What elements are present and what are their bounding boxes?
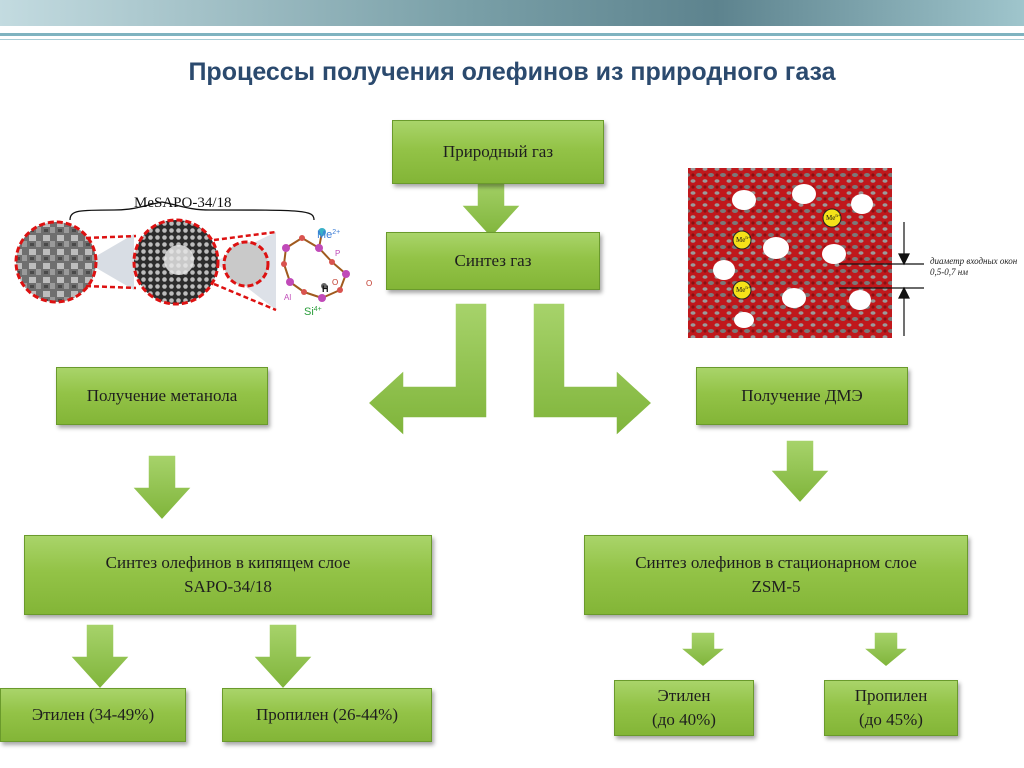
- arrow-to-propylene-left: [251, 623, 315, 691]
- fixed-bed-line1: Синтез олефинов в стационарном слое: [635, 553, 917, 573]
- al-atom-label: Al: [284, 293, 291, 302]
- methanol-label: Получение метанола: [86, 386, 238, 406]
- header-divider: [0, 33, 1024, 36]
- metal-site: [318, 228, 326, 236]
- arrow-to-ethylene-right: [677, 631, 729, 668]
- fluid-bed-line1: Синтез олефинов в кипящем слое: [105, 553, 351, 573]
- window-diameter-marker: [839, 222, 924, 336]
- me-atom-label: Me2+: [317, 229, 340, 241]
- sem-micrograph: [14, 220, 98, 304]
- dme-label: Получение ДМЭ: [741, 386, 863, 406]
- metal-site-2: [732, 230, 752, 250]
- metal-site-label-1: Men+: [826, 214, 841, 222]
- arrow-dme-to-synthesis: [768, 439, 832, 505]
- metal-site-3: [732, 280, 752, 300]
- arrow-syngas-to-dme: [532, 302, 654, 438]
- page-title: Процессы получения олефинов из природног…: [188, 58, 836, 86]
- box-fluid-bed-synthesis: Синтез олефинов в кипящем слое SAPO-34/1…: [24, 535, 432, 615]
- p-atom-label: P: [335, 249, 340, 258]
- ethylene-right-line2: (до 40%): [652, 710, 716, 729]
- natural-gas-label: Природный газ: [442, 142, 554, 162]
- box-ethylene-right: Этилен (до 40%): [614, 680, 754, 736]
- o-atom-label: O: [332, 278, 338, 287]
- ethylene-left-label: Этилен (34-49%): [31, 705, 155, 725]
- box-fixed-bed-synthesis: Синтез олефинов в стационарном слое ZSM-…: [584, 535, 968, 615]
- o-atom-label-2: O: [366, 279, 372, 288]
- molecular-ring: [283, 231, 347, 299]
- arrow-to-propylene-right: [860, 631, 912, 668]
- ethylene-right-line1: Этилен: [657, 686, 711, 706]
- h-atom-label: H: [322, 284, 329, 294]
- mesapo-structure-figure: MeSAPO-34/18 Me2+ P O O H Al Si4+: [14, 195, 372, 318]
- header-bar: [0, 0, 1024, 26]
- propylene-right-line2: (до 45%): [859, 710, 923, 729]
- box-syngas: Синтез газ: [386, 232, 600, 290]
- fluid-bed-catalyst: SAPO-34/18: [184, 577, 272, 596]
- metal-site-label-3: Men+: [736, 286, 751, 294]
- mesapo-brace: [69, 201, 315, 221]
- arrow-gas-to-syngas: [459, 174, 523, 240]
- propylene-right-line1: Пропилен: [854, 686, 928, 706]
- box-natural-gas: Природный газ: [392, 120, 604, 184]
- propylene-left-label: Пропилен (26-44%): [256, 705, 398, 725]
- zeolite-framework-figure: Men+ Men+ Men+: [688, 168, 924, 338]
- box-dme: Получение ДМЭ: [696, 367, 908, 425]
- box-propylene-left: Пропилен (26-44%): [222, 688, 432, 742]
- syngas-label: Синтез газ: [454, 251, 532, 271]
- si-atom-label: Si4+: [304, 306, 322, 318]
- arrow-methanol-to-synthesis: [130, 454, 194, 522]
- arrow-to-ethylene-left: [68, 623, 132, 691]
- zeolite-lattice: [688, 168, 892, 338]
- fixed-bed-catalyst: ZSM-5: [751, 577, 801, 596]
- header-divider-thin: [0, 39, 1024, 40]
- metal-site-1: [822, 208, 842, 228]
- box-methanol: Получение метанола: [56, 367, 268, 425]
- window-diameter-annotation: диаметр входных окон 0,5-0,7 нм: [930, 256, 1018, 278]
- arrow-syngas-to-methanol: [366, 302, 488, 438]
- metal-site-label-2: Men+: [736, 236, 751, 244]
- box-propylene-right: Пропилен (до 45%): [824, 680, 958, 736]
- mesapo-label: MeSAPO-34/18: [134, 195, 232, 211]
- box-ethylene-left: Этилен (34-49%): [0, 688, 186, 742]
